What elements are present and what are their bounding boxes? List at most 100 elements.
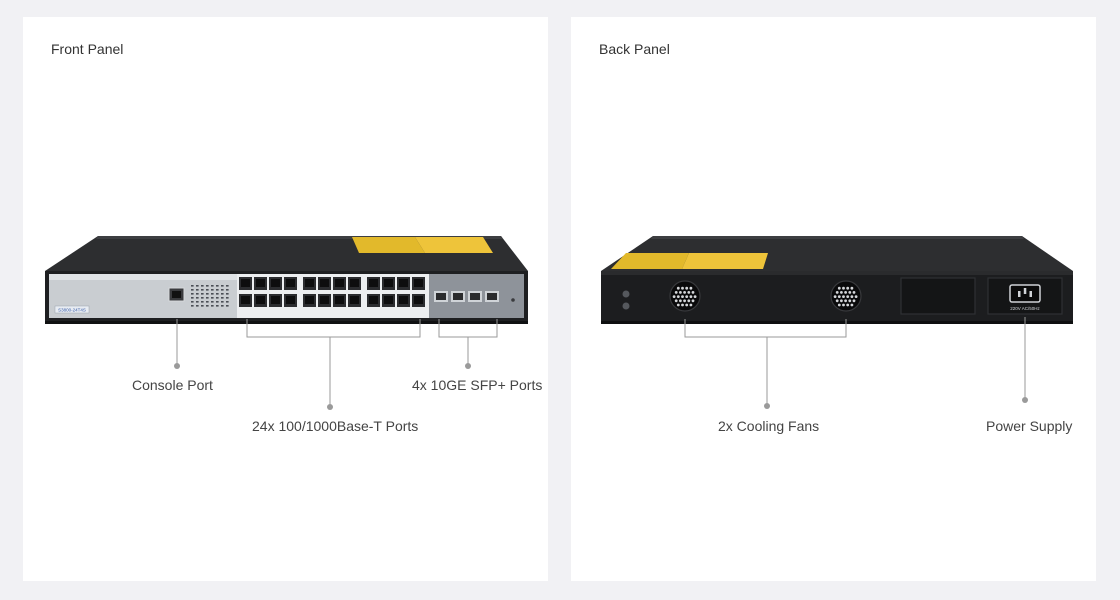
fan-grille-hole bbox=[685, 286, 689, 290]
status-led bbox=[196, 297, 199, 299]
back-warning-label-1 bbox=[611, 253, 689, 269]
cooling-fans-callout: 2x Cooling Fans bbox=[718, 418, 820, 434]
fan-grille-hole bbox=[691, 291, 695, 294]
fan-grille-hole bbox=[833, 295, 837, 298]
status-led bbox=[226, 301, 229, 303]
front-warning-label-2 bbox=[415, 237, 493, 253]
status-led bbox=[226, 293, 229, 295]
sfp-port-block bbox=[434, 291, 499, 302]
rj45-port-block bbox=[237, 274, 429, 318]
ground-screw-2 bbox=[622, 302, 630, 310]
fan-grille-hole bbox=[689, 295, 693, 298]
fan-grille-hole bbox=[844, 291, 847, 294]
status-led bbox=[216, 293, 219, 295]
fan-grille-hole bbox=[672, 295, 676, 298]
status-led bbox=[201, 301, 204, 303]
fan-grille-hole bbox=[850, 286, 854, 290]
blank-module-slot bbox=[900, 277, 976, 315]
fan-grille-hole bbox=[689, 286, 693, 290]
fan-grille-hole bbox=[848, 291, 852, 294]
fan-grille-hole bbox=[837, 303, 841, 307]
fan-grille-hole bbox=[685, 303, 689, 307]
fan-grille-hole bbox=[837, 295, 841, 298]
back-warning-label-2 bbox=[682, 253, 768, 269]
status-led bbox=[191, 297, 194, 299]
fan-grille-hole bbox=[852, 299, 856, 303]
fans-bracket bbox=[684, 319, 847, 338]
reset-button bbox=[511, 298, 515, 302]
fan-grille-hole bbox=[837, 286, 841, 290]
fan-grille-hole bbox=[846, 303, 850, 307]
rj45-leader-dot bbox=[327, 404, 333, 410]
cooling-fan-2 bbox=[830, 280, 862, 312]
fan-grille-hole bbox=[842, 303, 845, 307]
status-led bbox=[211, 285, 214, 287]
status-led bbox=[201, 297, 204, 299]
status-led bbox=[206, 293, 209, 295]
model-label-box bbox=[54, 305, 90, 314]
fan-grille-hole bbox=[835, 291, 839, 294]
status-led bbox=[211, 293, 214, 295]
fan-grille-hole bbox=[674, 299, 678, 303]
status-led bbox=[191, 289, 194, 291]
status-led bbox=[221, 289, 224, 291]
rj45-bracket bbox=[246, 319, 421, 338]
fan-grille-hole bbox=[835, 299, 839, 303]
status-led bbox=[221, 297, 224, 299]
status-led-grid bbox=[191, 285, 229, 307]
fan-grille-hole bbox=[679, 291, 682, 294]
status-led bbox=[201, 289, 204, 291]
fan-grille-hole bbox=[676, 286, 680, 290]
fan-grille-hole bbox=[681, 295, 684, 298]
status-led bbox=[211, 289, 214, 291]
back-panel-title: Back Panel bbox=[599, 41, 670, 57]
status-led bbox=[216, 297, 219, 299]
fan-grille-hole bbox=[687, 291, 691, 294]
fan-grille-hole bbox=[693, 295, 697, 298]
fan-grille-hole bbox=[840, 291, 843, 294]
back-panel-card: Back Panel 220V AC/50Hz bbox=[571, 17, 1096, 581]
status-led bbox=[221, 293, 224, 295]
fan-grille-hole bbox=[844, 299, 847, 303]
status-led bbox=[206, 305, 209, 307]
status-led bbox=[226, 285, 229, 287]
ground-screw-1 bbox=[622, 290, 630, 298]
status-led bbox=[196, 293, 199, 295]
status-led bbox=[226, 305, 229, 307]
status-led bbox=[196, 285, 199, 287]
fan-grille-hole bbox=[842, 286, 845, 290]
fan-grille-hole bbox=[685, 295, 689, 298]
power-leader-dot bbox=[1022, 397, 1028, 403]
status-led bbox=[206, 301, 209, 303]
sfp-ports-callout: 4x 10GE SFP+ Ports bbox=[412, 377, 543, 393]
status-led bbox=[211, 297, 214, 299]
rj45-ports-callout: 24x 100/1000Base-T Ports bbox=[252, 418, 419, 434]
fan-grille-hole bbox=[676, 295, 680, 298]
fan-grille-hole bbox=[691, 299, 695, 303]
status-led bbox=[216, 285, 219, 287]
fan-grille-hole bbox=[681, 303, 684, 307]
power-rating-label: 220V AC/50Hz bbox=[1010, 306, 1040, 311]
status-led bbox=[201, 305, 204, 307]
fan-grille-hole bbox=[689, 303, 693, 307]
status-led bbox=[221, 305, 224, 307]
status-led bbox=[206, 285, 209, 287]
back-switch-illustration: 220V AC/50Hz bbox=[601, 236, 1073, 409]
status-led bbox=[191, 305, 194, 307]
status-led bbox=[196, 301, 199, 303]
console-leader-dot bbox=[174, 363, 180, 369]
model-label-text: S3800-24T4S bbox=[58, 308, 86, 313]
fan-grille-hole bbox=[842, 295, 845, 298]
status-led bbox=[191, 301, 194, 303]
fan-grille-hole bbox=[687, 299, 691, 303]
status-led bbox=[191, 285, 194, 287]
fan-grille-hole bbox=[840, 299, 843, 303]
cooling-fan-1 bbox=[669, 280, 701, 312]
fan-grille-hole bbox=[850, 303, 854, 307]
fan-grille-hole bbox=[848, 299, 852, 303]
front-warning-label-1 bbox=[352, 237, 425, 253]
fan-grille-hole bbox=[846, 286, 850, 290]
fan-grille-hole bbox=[854, 295, 858, 298]
status-led bbox=[221, 285, 224, 287]
status-led bbox=[221, 301, 224, 303]
